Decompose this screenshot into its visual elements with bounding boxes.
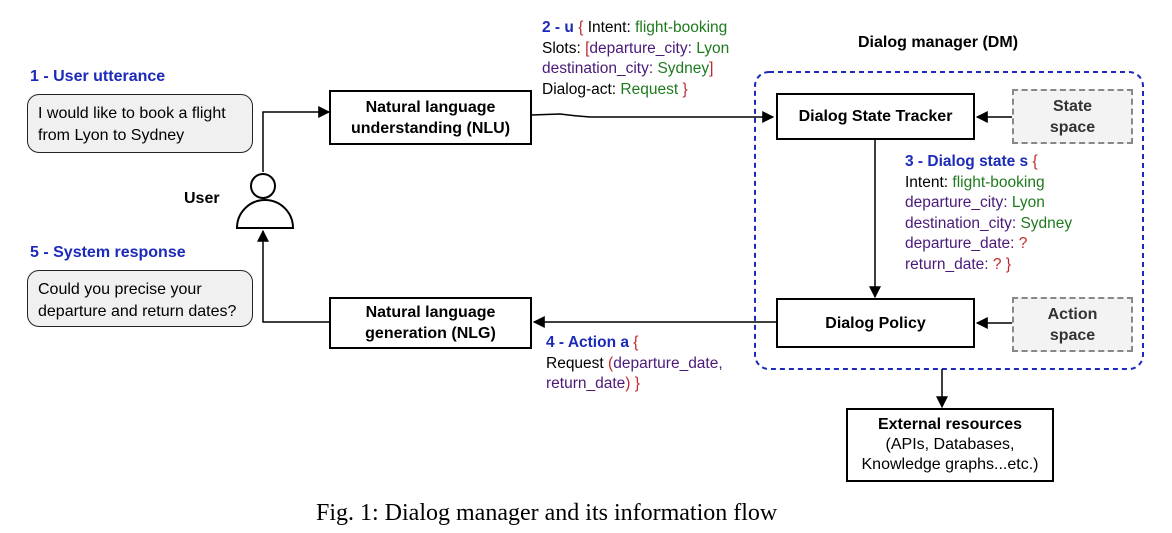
- dialog-state-tracker-box: Dialog State Tracker: [776, 93, 975, 140]
- action-brace-open: {: [633, 334, 639, 351]
- action-output: 4 - Action a { Request (departure_date, …: [546, 333, 723, 395]
- user-label: User: [184, 190, 220, 207]
- nlu-output-header: 2 - u: [542, 19, 574, 36]
- dm-frame: [754, 71, 1144, 370]
- nlu-output-brace-open: {: [578, 19, 584, 36]
- nlu-destination-key: destination_city:: [542, 60, 654, 77]
- ds-destination-value: Sydney: [1020, 214, 1073, 232]
- step-1-label: 1 - User utterance: [30, 68, 166, 85]
- nlu-departure-value: Lyon: [696, 39, 730, 57]
- arrow-nlu-to-dst: [530, 111, 775, 123]
- nlu-intent-value: flight-booking: [635, 19, 728, 36]
- dialog-policy-box: Dialog Policy: [776, 298, 975, 348]
- nlg-box: Natural language generation (NLG): [329, 297, 532, 349]
- dialog-state: 3 - Dialog state s { Intent: flight-book…: [905, 152, 1072, 275]
- user-icon: [235, 173, 295, 229]
- nlu-box: Natural language understanding (NLU): [329, 90, 532, 145]
- nlu-dialog-act-key: Dialog-act:: [542, 80, 617, 98]
- nlu-dialog-act-value: Request: [620, 80, 679, 98]
- external-line-2: (APIs, Databases,: [885, 436, 1015, 453]
- system-response-bubble: Could you precise your departure and ret…: [27, 270, 253, 327]
- action-paren-close: ): [625, 375, 631, 392]
- ds-departure-date-value: ?: [1018, 235, 1028, 252]
- ds-destination-key: destination_city:: [905, 214, 1017, 232]
- nlu-intent-key: Intent:: [587, 19, 631, 36]
- nlu-departure-key: departure_city:: [589, 39, 692, 57]
- arrow-user-to-nlu: [262, 106, 331, 172]
- response-line-2: departure and return dates?: [38, 303, 237, 320]
- action-header: 4 - Action a: [546, 334, 629, 351]
- action-act: Request: [546, 354, 604, 372]
- ds-intent-value: flight-booking: [952, 173, 1045, 191]
- nlg-line-2: generation (NLG): [365, 325, 496, 342]
- utterance-line-1: I would like to book a flight: [38, 105, 226, 122]
- external-line-3: Knowledge graphs...etc.): [861, 456, 1039, 473]
- nlu-output: 2 - u { Intent: flight-booking Slots: [d…: [542, 18, 729, 100]
- action-space-box: Action space: [1012, 297, 1133, 352]
- nlu-slots-key: Slots:: [542, 39, 581, 57]
- action-arg-2: return_date: [546, 375, 626, 392]
- dialog-state-brace-close: }: [1005, 255, 1012, 273]
- nlu-line-2: understanding (NLU): [350, 119, 511, 137]
- ds-return-date-value: ?: [992, 255, 1002, 273]
- action-paren-open: (: [608, 354, 614, 372]
- nlu-destination-value: Sydney: [657, 60, 710, 77]
- action-space-line-1: Action: [1047, 305, 1098, 323]
- ds-intent-key: Intent:: [905, 173, 949, 191]
- nlu-slots-bracket-open: [: [585, 39, 590, 57]
- ds-departure-key: departure_city:: [905, 194, 1008, 211]
- dialog-state-header: 3 - Dialog state s: [905, 153, 1029, 170]
- ds-departure-value: Lyon: [1011, 194, 1045, 211]
- user-utterance-bubble: I would like to book a flight from Lyon …: [27, 94, 253, 153]
- action-brace-close: }: [634, 375, 640, 392]
- response-line-1: Could you precise your: [38, 281, 202, 298]
- nlu-slots-bracket-close: ]: [709, 60, 714, 77]
- external-resources-box: External resources (APIs, Databases, Kno…: [846, 408, 1054, 482]
- dm-title: Dialog manager (DM): [858, 34, 1019, 51]
- step-5-label: 5 - System response: [30, 244, 186, 261]
- figure-caption: Fig. 1: Dialog manager and its informati…: [316, 500, 778, 526]
- dialog-state-brace-open: {: [1032, 153, 1038, 170]
- state-space-box: State space: [1012, 89, 1133, 144]
- nlu-output-brace-close: }: [682, 80, 688, 98]
- nlg-line-1: Natural language: [365, 304, 496, 321]
- ds-departure-date-key: departure_date:: [905, 235, 1015, 252]
- ds-return-date-key: return_date:: [905, 255, 989, 273]
- external-line-1: External resources: [877, 416, 1023, 433]
- action-space-line-2: space: [1049, 326, 1096, 344]
- nlu-line-1: Natural language: [365, 98, 496, 116]
- action-arg-1: departure_date,: [613, 354, 723, 372]
- state-space-line-2: space: [1049, 118, 1096, 136]
- state-space-line-1: State: [1052, 97, 1093, 115]
- arrow-nlg-to-user: [257, 229, 329, 323]
- utterance-line-2: from Lyon to Sydney: [38, 127, 185, 144]
